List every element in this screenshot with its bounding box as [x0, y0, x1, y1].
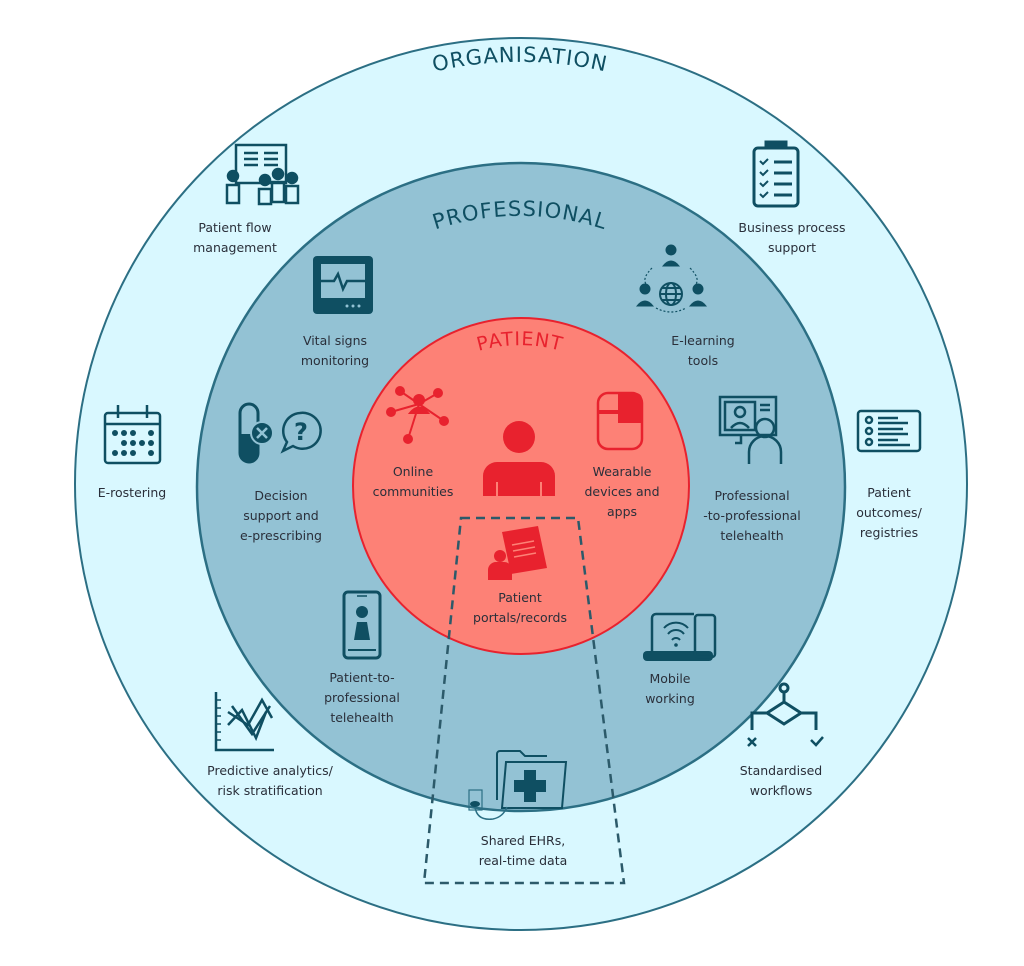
patient-record-icon: [488, 526, 547, 580]
medical-folder-icon: [468, 750, 568, 820]
calendar-icon: [103, 405, 162, 465]
registry-list-icon: [856, 409, 922, 453]
label-e-rostering: E-rostering: [98, 485, 167, 500]
presentation-board-icon: [225, 143, 300, 206]
workflow-diagram-icon: [747, 682, 824, 747]
label-shared-ehrs: Shared EHRs,real-time data: [479, 833, 568, 868]
line-chart-icon: [214, 692, 274, 752]
e-learning-network-icon: [635, 244, 708, 313]
label-predictive-analytics: Predictive analytics/risk stratification: [207, 763, 333, 798]
laptop-wifi-phone-icon: [643, 612, 717, 661]
svg-text:?: ?: [294, 418, 308, 446]
smartphone-person-icon: [342, 590, 382, 660]
smartwatch-icon: [596, 391, 644, 451]
video-call-icon: [718, 395, 783, 464]
clipboard-checklist-icon: [752, 140, 800, 208]
shared-ehr-dashed-box: [422, 516, 626, 885]
network-community-icon: [386, 386, 449, 444]
vital-signs-monitor-icon: [313, 256, 373, 314]
person-icon: [483, 421, 555, 496]
pill-question-icon: ?: [238, 402, 322, 464]
